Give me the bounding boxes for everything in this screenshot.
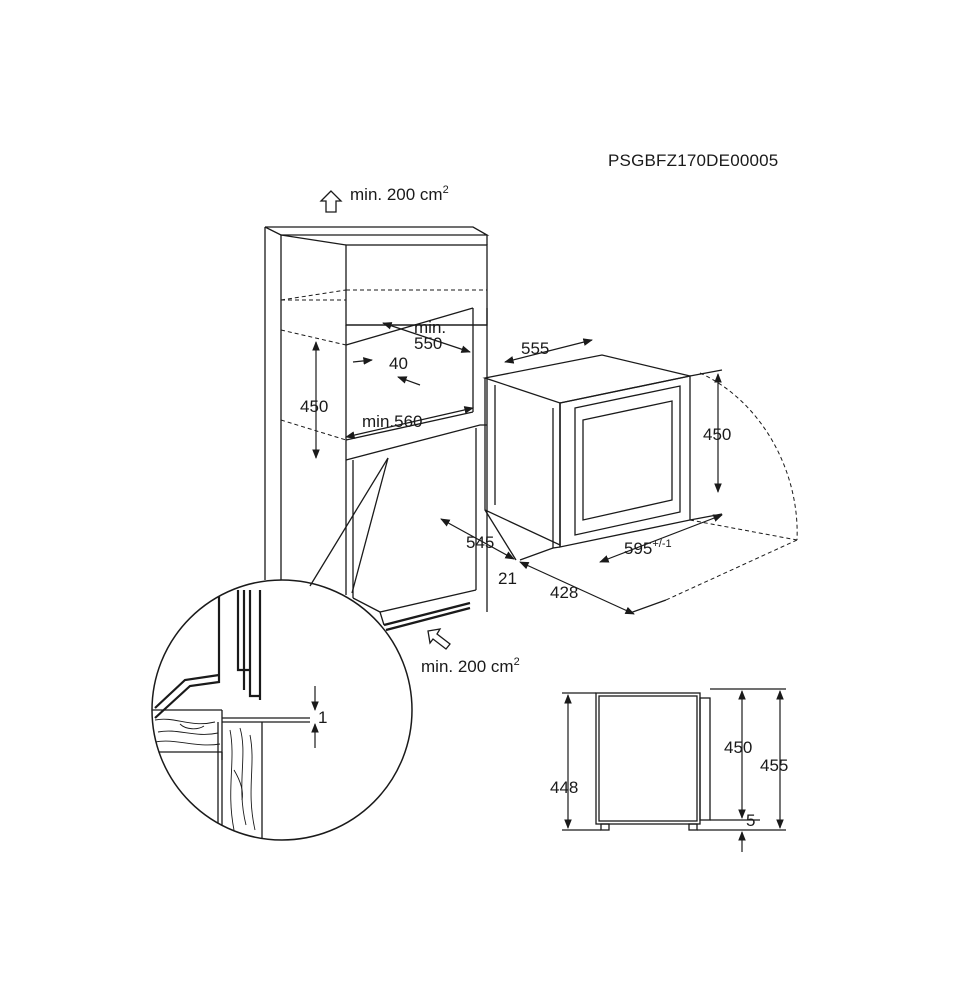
appliance-body — [482, 354, 691, 549]
width-dim — [599, 514, 723, 563]
detail-callout — [151, 457, 413, 841]
side-total-height-label: 455 — [760, 756, 788, 775]
min-width-dim — [345, 406, 474, 439]
side-feet-label: 5 — [746, 811, 755, 830]
min-depth-dim — [382, 322, 471, 353]
document-code: PSGBFZ170DE00005 — [608, 151, 778, 170]
side-view — [562, 688, 786, 831]
gap-dim — [352, 357, 421, 386]
body-depth-label: 545 — [466, 533, 494, 552]
vent-bottom-label: min. 200 cm2 — [421, 656, 520, 676]
min-depth-label: min. — [414, 318, 446, 337]
door-depth-dim — [519, 561, 667, 615]
side-body-height-label: 448 — [550, 778, 578, 797]
depth-dim — [504, 338, 593, 364]
width-label: 595+/-1 — [624, 538, 672, 558]
gap-label: 40 — [389, 354, 408, 373]
height-label: 450 — [703, 425, 731, 444]
body-depth-dim — [440, 509, 517, 561]
vent-bottom-arrow-icon — [427, 628, 451, 650]
door-offset-label: 21 — [498, 569, 517, 588]
detail-view — [152, 580, 310, 840]
depth-label: 555 — [521, 339, 549, 358]
door-swing-arc — [665, 372, 798, 601]
min-width-label: min.560 — [362, 412, 422, 431]
vent-top-arrow-icon — [319, 190, 343, 213]
height-dim — [689, 369, 723, 521]
detail-gap-label: 1 — [318, 708, 327, 727]
side-front-height-label: 450 — [724, 738, 752, 757]
niche-height-label: 450 — [300, 397, 328, 416]
door-offset-dim — [519, 547, 554, 561]
door-depth-label: 428 — [550, 583, 578, 602]
min-depth-value: 550 — [414, 334, 442, 353]
vent-top-label: min. 200 cm2 — [350, 184, 449, 204]
